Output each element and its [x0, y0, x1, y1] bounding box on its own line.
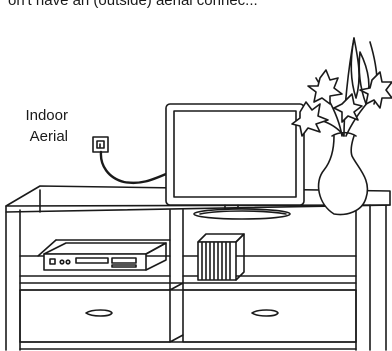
dvd-box — [198, 234, 244, 280]
drawer-handle-right — [252, 310, 278, 316]
drawer-handle-left — [86, 310, 112, 316]
television — [166, 104, 304, 219]
vase-with-flowers — [292, 38, 392, 214]
aerial-cable — [101, 152, 166, 183]
aerial-socket — [93, 137, 108, 152]
